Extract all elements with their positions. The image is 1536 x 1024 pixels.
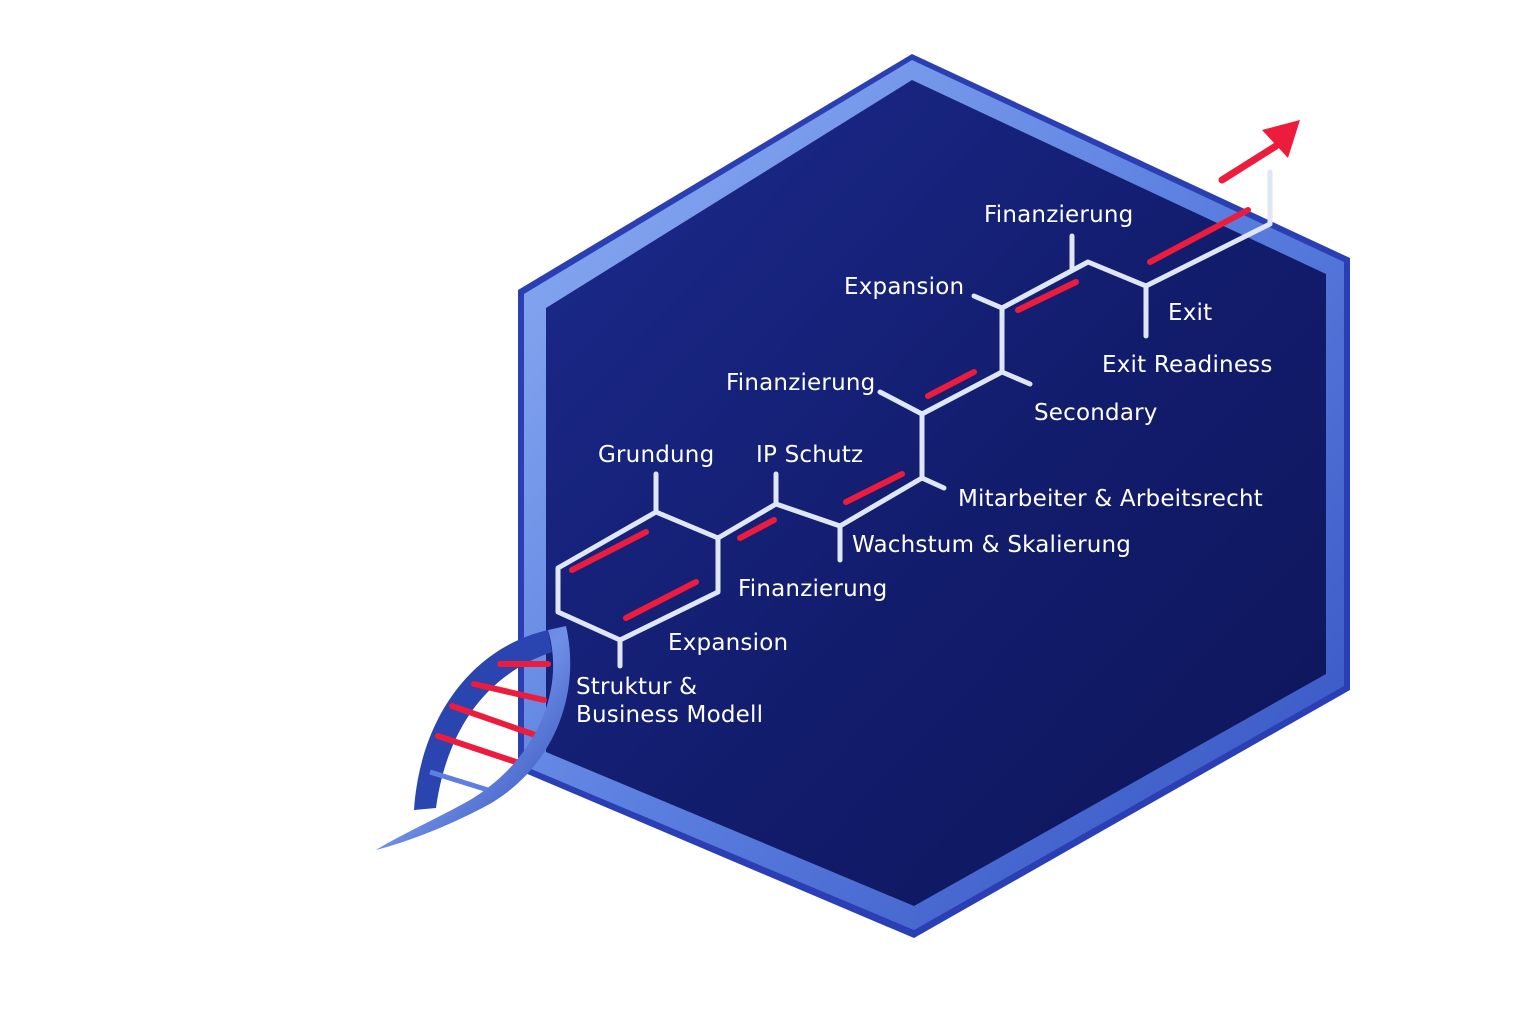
- helix-rungs: [429, 661, 551, 793]
- helix-strand-front: [376, 626, 571, 850]
- label-expansion-2: Expansion: [844, 274, 964, 300]
- label-exit: Exit: [1168, 300, 1212, 326]
- label-mitarbeiter: Mitarbeiter & Arbeitsrecht: [958, 486, 1263, 512]
- label-expansion-1: Expansion: [668, 630, 788, 656]
- molecule-bonds: [555, 169, 1273, 669]
- accent-bond: [843, 471, 905, 505]
- stage-labels: Grundung IP Schutz Finanzierung Expansio…: [576, 202, 1273, 728]
- label-grundung: Grundung: [598, 442, 714, 468]
- label-finanzierung-2: Finanzierung: [726, 370, 875, 396]
- hexagon-face: [546, 80, 1326, 906]
- dna-helix-icon: [376, 626, 571, 850]
- arrow-up-right-icon: [1218, 120, 1300, 184]
- accent-bond: [1015, 279, 1079, 313]
- accent-bond: [737, 517, 777, 541]
- accent-bond: [1147, 207, 1251, 265]
- accent-bond: [569, 529, 649, 573]
- label-wachstum: Wachstum & Skalierung: [852, 532, 1131, 558]
- accent-bonds: [569, 207, 1251, 621]
- helix-strand-back: [414, 630, 552, 810]
- label-ip-schutz: IP Schutz: [756, 442, 863, 468]
- label-finanzierung-1: Finanzierung: [738, 576, 887, 602]
- bond-mitarbeiter-stub: [919, 475, 947, 491]
- label-struktur-line1: Struktur &: [576, 674, 697, 700]
- accent-bond: [623, 579, 699, 621]
- accent-bond: [925, 369, 977, 399]
- bond-finanzierung2-stub: [877, 389, 925, 417]
- label-finanzierung-3: Finanzierung: [984, 202, 1133, 228]
- label-exit-readiness: Exit Readiness: [1102, 352, 1273, 378]
- label-secondary: Secondary: [1034, 400, 1158, 426]
- bond-expansion2-stub: [971, 293, 1005, 311]
- bond-secondary-stub: [999, 369, 1033, 387]
- bond-main-chain: [555, 221, 1273, 643]
- label-struktur-line2: Business Modell: [576, 702, 763, 728]
- hexagon-frame: [518, 54, 1350, 938]
